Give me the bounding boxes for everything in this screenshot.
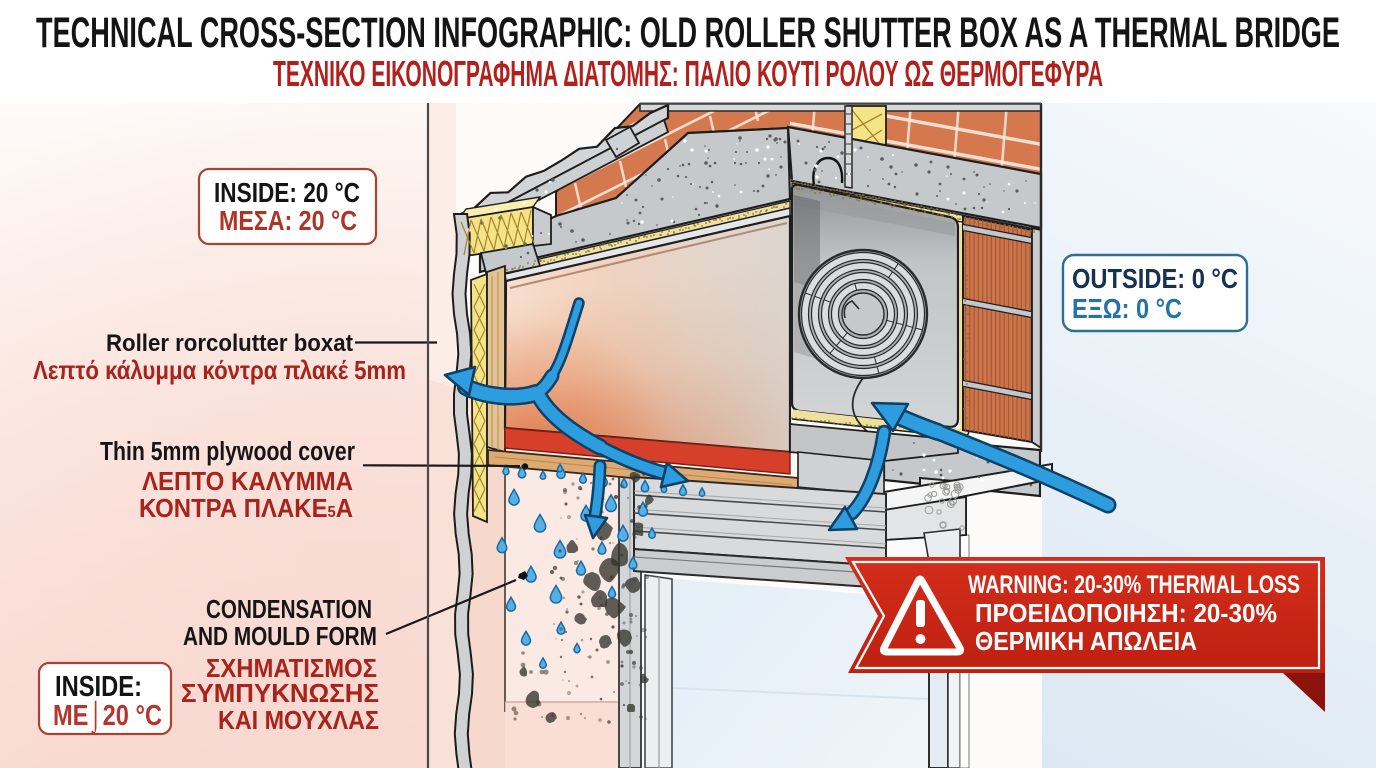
svg-text:INSIDE: 20 °C: INSIDE: 20 °C (214, 177, 360, 208)
svg-text:WARNING: 20-30% THERMAL LOSS: WARNING: 20-30% THERMAL LOSS (968, 571, 1300, 599)
svg-text:ΕΞΩ: 0 °C: ΕΞΩ: 0 °C (1072, 293, 1182, 324)
svg-text:INSIDE:: INSIDE: (55, 671, 142, 703)
svg-text:ΜΕΣΑ: 20 °C: ΜΕΣΑ: 20 °C (219, 205, 357, 236)
svg-text:Roller rorcolutter boxat: Roller rorcolutter boxat (106, 330, 353, 357)
svg-text:TECHNICAL CROSS-SECTION INFOGR: TECHNICAL CROSS-SECTION INFOGRAPHIC: OLD… (36, 9, 1340, 57)
svg-text:AND MOULD FORM: AND MOULD FORM (183, 621, 377, 651)
svg-text:ΜΕ⌡20 °C: ΜΕ⌡20 °C (53, 700, 162, 734)
svg-text:ΣΧΗΜΑΤΙΣΜΟΣ: ΣΧΗΜΑΤΙΣΜΟΣ (206, 653, 377, 683)
svg-text:ΣΥΜΠΥΚΝΩΣΗΣ: ΣΥΜΠΥΚΝΩΣΗΣ (181, 678, 379, 708)
svg-text:Thin 5mm plywood cover: Thin 5mm plywood cover (100, 438, 355, 466)
svg-text:ΚΑΙ ΜΟΥΧΛΑΣ: ΚΑΙ ΜΟΥΧΛΑΣ (218, 705, 379, 735)
svg-text:ΤΕΧΝΙΚΟ ΕΙΚΟΝΟΓΡΑΦΗΜΑ ΔΙΑΤΟΜΗΣ: ΤΕΧΝΙΚΟ ΕΙΚΟΝΟΓΡΑΦΗΜΑ ΔΙΑΤΟΜΗΣ: ΠΑΛΙΟ ΚΟ… (273, 53, 1103, 94)
svg-text:CONDENSATION: CONDENSATION (206, 594, 372, 624)
svg-text:ΘΕΡΜΙΚΗ ΑΠΩΛΕΙΑ: ΘΕΡΜΙΚΗ ΑΠΩΛΕΙΑ (975, 628, 1197, 656)
svg-text:Λεπτό κάλυμμα κόντρα πλακέ 5mm: Λεπτό κάλυμμα κόντρα πλακέ 5mm (33, 355, 406, 385)
svg-text:ΠΡΟΕΙΔΟΠΟΙΗΣΗ: 20-30%: ΠΡΟΕΙΔΟΠΟΙΗΣΗ: 20-30% (975, 600, 1277, 628)
svg-text:ΛΕΠΤΟ ΚΑΛΥΜΜΑ: ΛΕΠΤΟ ΚΑΛΥΜΜΑ (142, 466, 353, 496)
svg-text:ΚΟΝΤΡΑ ΠΛΑΚΕ5Α: ΚΟΝΤΡΑ ΠΛΑΚΕ5Α (139, 493, 353, 523)
svg-text:OUTSIDE: 0 °C: OUTSIDE: 0 °C (1072, 263, 1238, 294)
